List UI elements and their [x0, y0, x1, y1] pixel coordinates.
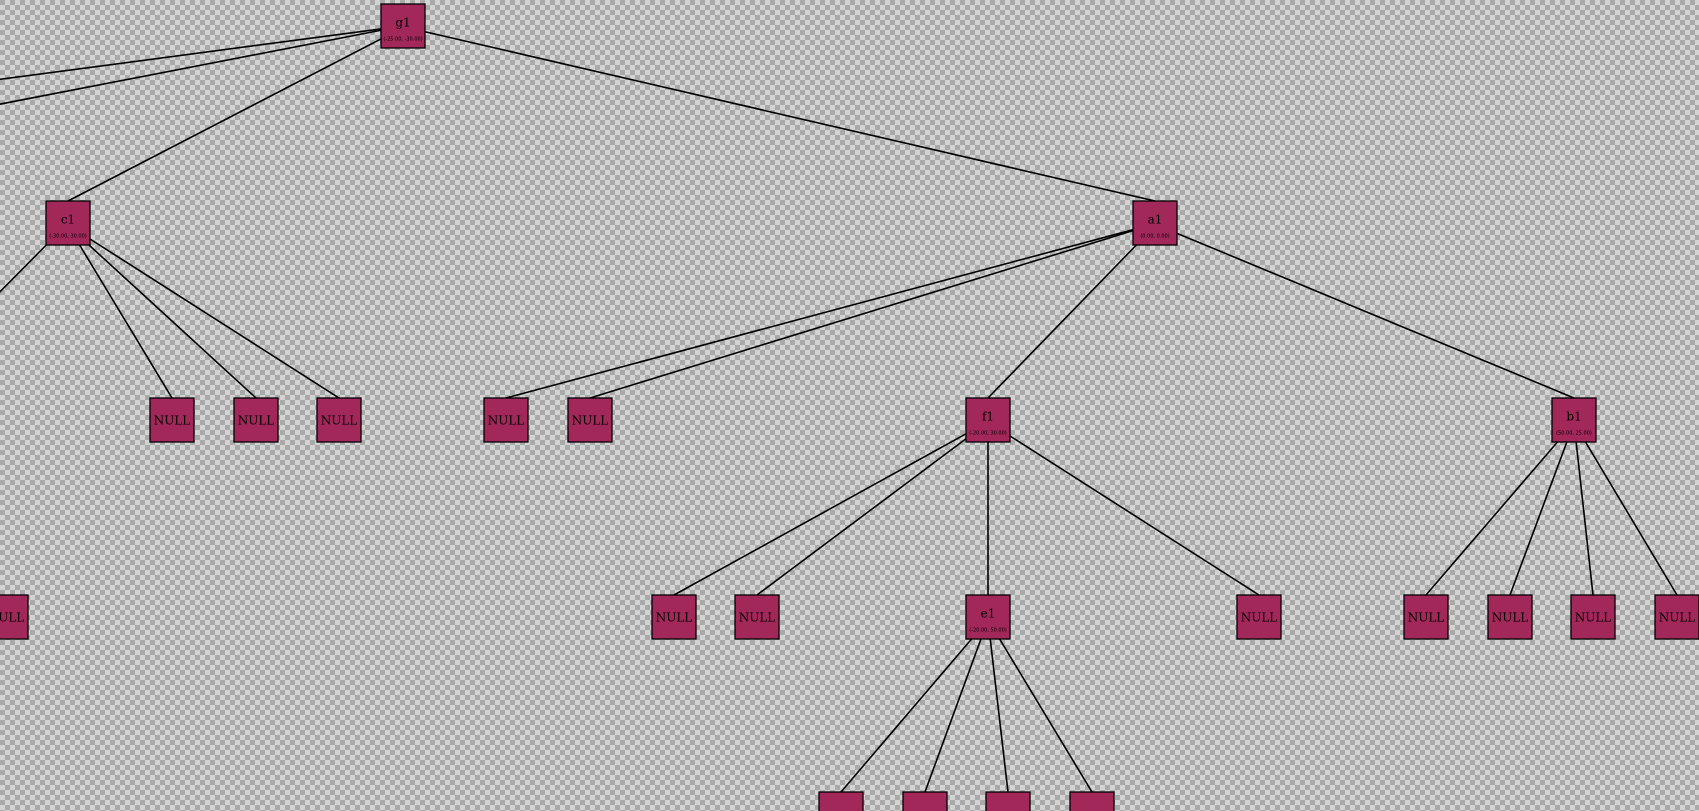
- edge-b1-null_b1_c: [1575, 441, 1594, 596]
- node-box: [734, 594, 780, 640]
- node-label: NULL: [238, 414, 275, 428]
- node-box: [1403, 594, 1449, 640]
- edge-b1-null_b1_b: [1509, 441, 1568, 596]
- node-e1_child_c[interactable]: [985, 791, 1031, 811]
- node-label: NULL: [656, 611, 693, 625]
- node-null_c1_b[interactable]: NULL: [233, 397, 279, 443]
- node-null_b1_b[interactable]: NULL: [1487, 594, 1533, 640]
- node-a1[interactable]: a1 (0.00, 0.00): [1132, 200, 1178, 246]
- node-box: [0, 594, 29, 640]
- node-null_a1_b[interactable]: NULL: [567, 397, 613, 443]
- edge-b1-null_b1_a: [1425, 441, 1559, 596]
- node-f1[interactable]: f1 (-20.00, 30.00): [965, 397, 1011, 443]
- edge-c1-null_c1_c: [89, 238, 340, 399]
- edge-g1-a1: [424, 30, 1156, 202]
- node-coords: (-20.00, 50.00): [969, 628, 1007, 634]
- node-label: NULL: [321, 414, 358, 428]
- node-box: [380, 3, 426, 49]
- edge-c1-null_c1_a: [78, 244, 173, 399]
- node-label: NULL: [739, 611, 776, 625]
- edge-a1-null_a1_a: [505, 228, 1134, 399]
- node-null_left_edge[interactable]: NULL: [0, 594, 29, 640]
- node-b1[interactable]: b1 (50.00, 25.00): [1551, 397, 1597, 443]
- edge-g1-c1: [67, 38, 382, 202]
- node-null_b1_d[interactable]: NULL: [1654, 594, 1699, 640]
- node-label: NULL: [0, 611, 24, 625]
- edge-c1-offscreen_3: [0, 244, 47, 293]
- node-label: NULL: [154, 414, 191, 428]
- node-e1_child_d[interactable]: [1069, 791, 1115, 811]
- node-label: g1: [395, 16, 410, 30]
- edge-g1-offscreen_1: [0, 28, 382, 81]
- node-box: [1654, 594, 1699, 640]
- node-box: [567, 397, 613, 443]
- node-coords: (-25.00, -30.00): [383, 37, 422, 43]
- node-box: [149, 397, 195, 443]
- edge-e1-e1_child_b: [924, 638, 982, 793]
- node-box: [651, 594, 697, 640]
- edge-a1-b1: [1176, 232, 1575, 399]
- node-box: [483, 397, 529, 443]
- node-box: [45, 200, 91, 246]
- node-box: [818, 791, 864, 811]
- node-box: [1069, 791, 1115, 811]
- node-box: [1570, 594, 1616, 640]
- edge-f1-null_f1_a: [673, 433, 967, 596]
- node-coords: (50.00, 25.00): [1556, 431, 1592, 437]
- node-null_b1_c[interactable]: NULL: [1570, 594, 1616, 640]
- node-e1_child_b[interactable]: [902, 791, 948, 811]
- node-coords: (0.00, 0.00): [1140, 234, 1169, 240]
- node-null_f1_c[interactable]: NULL: [1236, 594, 1282, 640]
- node-null_c1_c[interactable]: NULL: [316, 397, 362, 443]
- node-null_a1_a[interactable]: NULL: [483, 397, 529, 443]
- node-box: [233, 397, 279, 443]
- node-c1[interactable]: c1 (-30.00, 30.00): [45, 200, 91, 246]
- node-null_f1_a[interactable]: NULL: [651, 594, 697, 640]
- edges-layer: [0, 28, 1678, 793]
- node-box: [316, 397, 362, 443]
- node-null_f1_b[interactable]: NULL: [734, 594, 780, 640]
- node-box: [1236, 594, 1282, 640]
- node-coords: (-30.00, 30.00): [49, 234, 87, 240]
- node-box: [1551, 397, 1597, 443]
- node-box: [902, 791, 948, 811]
- node-label: b1: [1566, 410, 1581, 424]
- node-label: NULL: [1408, 611, 1445, 625]
- node-label: e1: [981, 607, 996, 621]
- edge-e1-e1_child_d: [998, 638, 1093, 793]
- node-label: NULL: [1575, 611, 1612, 625]
- nodes-layer: g1 (-25.00, -30.00) c1 (-30.00, 30.00) a1 (0.…: [0, 3, 1699, 811]
- edge-a1-null_a1_b: [589, 229, 1134, 399]
- edge-f1-null_f1_c: [1009, 435, 1260, 596]
- node-box: [1132, 200, 1178, 246]
- node-e1[interactable]: e1 (-20.00, 50.00): [965, 594, 1011, 640]
- edge-c1-null_c1_b: [88, 244, 257, 399]
- node-label: NULL: [488, 414, 525, 428]
- node-label: NULL: [1241, 611, 1278, 625]
- node-label: NULL: [1659, 611, 1696, 625]
- node-null_c1_a[interactable]: NULL: [149, 397, 195, 443]
- node-label: NULL: [572, 414, 609, 428]
- node-box: [1487, 594, 1533, 640]
- edge-e1-e1_child_c: [989, 638, 1009, 793]
- edge-a1-f1: [987, 244, 1137, 399]
- node-e1_child_a[interactable]: [818, 791, 864, 811]
- node-coords: (-20.00, 30.00): [969, 431, 1007, 437]
- node-box: [965, 397, 1011, 443]
- edge-b1-null_b1_d: [1584, 441, 1678, 596]
- node-label: c1: [61, 213, 75, 227]
- edge-g1-offscreen_2: [0, 29, 382, 105]
- node-label: a1: [1148, 213, 1163, 227]
- node-box: [965, 594, 1011, 640]
- node-label: f1: [982, 410, 994, 424]
- node-null_b1_a[interactable]: NULL: [1403, 594, 1449, 640]
- edge-e1-e1_child_a: [840, 638, 973, 793]
- node-g1[interactable]: g1 (-25.00, -30.00): [380, 3, 426, 49]
- edge-f1-null_f1_b: [756, 438, 967, 596]
- node-box: [985, 791, 1031, 811]
- node-label: NULL: [1492, 611, 1529, 625]
